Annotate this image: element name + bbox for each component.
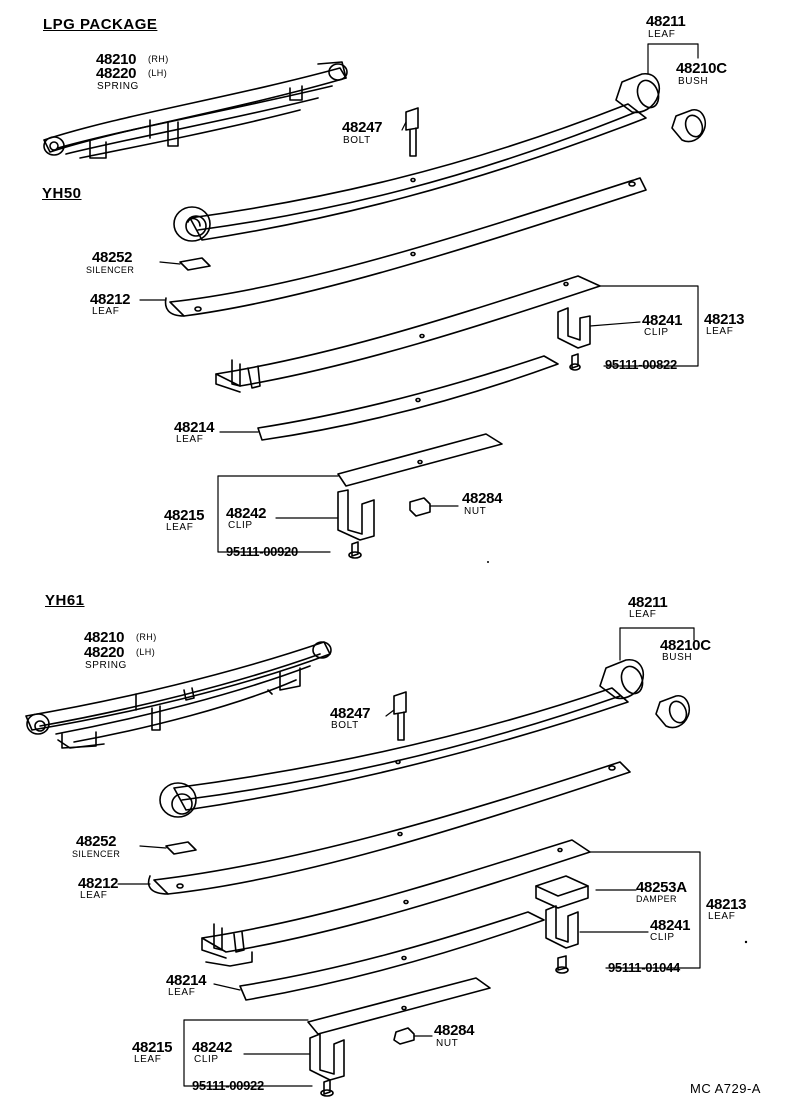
yh61-leaf-48212-number: 48212 <box>78 875 119 892</box>
yh50-leaf-48215-number: 48215 <box>164 507 205 524</box>
yh50-clip-48241-label: CLIP <box>644 327 669 338</box>
yh61-leaf-48213-drawing <box>201 839 591 967</box>
yh61-spring-assembly-drawing <box>25 641 332 749</box>
yh50-leaf-48214-drawing <box>257 355 559 441</box>
yh50-leaf-48213-label: LEAF <box>706 326 734 337</box>
yh50-silencer-number: 48252 <box>92 249 133 266</box>
yh61-leaf-48214-number: 48214 <box>166 972 207 989</box>
yh61-screw-00922-drawing <box>320 1079 334 1097</box>
yh61-silencer-drawing <box>165 841 197 855</box>
yh50-leader-lines <box>139 43 699 553</box>
yh61-clip-48241-drawing <box>545 905 579 949</box>
yh50-leaf-48214-label: LEAF <box>176 434 204 445</box>
lpg-spring-part-number-lh: 48220 <box>96 65 137 82</box>
yh50-screw-00920-number: 95111-00920 <box>226 544 298 559</box>
yh61-lh-label: (LH) <box>136 647 156 657</box>
yh61-clip-48242-drawing <box>309 1033 345 1081</box>
yh61-spring-label: SPRING <box>85 660 127 671</box>
yh61-nut-48284-drawing <box>393 1027 415 1045</box>
yh61-leaf-48211-drawing <box>159 659 644 818</box>
yh61-leaf-48214-label: LEAF <box>168 987 196 998</box>
yh61-screw-00922-number: 95111-00922 <box>192 1078 264 1093</box>
yh50-nut-number: 48284 <box>462 490 503 507</box>
yh61-leaf-48211-label: LEAF <box>629 609 657 620</box>
yh50-clip-48241-drawing <box>557 307 591 349</box>
yh50-leaf-48211-drawing <box>173 73 660 242</box>
yh50-clip-48242-number: 48242 <box>226 505 267 522</box>
yh61-silencer-number: 48252 <box>76 833 117 850</box>
yh61-spring-part-number-lh: 48220 <box>84 644 125 661</box>
yh50-silencer-label: SILENCER <box>86 265 135 275</box>
yh50-clip-48241-number: 48241 <box>642 312 683 329</box>
yh61-clip-48241-label: CLIP <box>650 932 675 943</box>
lpg-spring-label: SPRING <box>97 81 139 92</box>
yh61-leaf-48215-number: 48215 <box>132 1039 173 1056</box>
yh50-heading: YH50 <box>42 185 82 202</box>
yh61-leaf-48214-drawing <box>239 911 545 1001</box>
lpg-package-heading: LPG PACKAGE <box>43 16 158 33</box>
lpg-lh-label: (LH) <box>148 68 168 78</box>
lpg-spring-part-number-rh: 48210 <box>96 51 137 68</box>
yh50-bush-number: 48210C <box>676 60 727 77</box>
yh50-leaf-48212-label: LEAF <box>92 306 120 317</box>
yh50-screw-00822-drawing <box>569 353 581 371</box>
yh61-leader-lines <box>117 627 701 1087</box>
yh50-leaf-48211-label: LEAF <box>648 29 676 40</box>
yh50-bolt-number: 48247 <box>342 119 383 136</box>
yh61-nut-label: NUT <box>436 1038 459 1049</box>
drawing-code: MC A729-A <box>690 1081 761 1096</box>
yh61-clip-48242-label: CLIP <box>194 1054 219 1065</box>
lpg-spring-assembly-drawing <box>43 61 348 159</box>
yh61-screw-01044-drawing <box>555 955 569 974</box>
yh61-damper-number: 48253A <box>636 879 687 896</box>
yh50-screw-00822-number: 95111-00822 <box>605 357 677 372</box>
yh50-clip-48242-label: CLIP <box>228 520 253 531</box>
yh61-damper-label: DAMPER <box>636 894 677 904</box>
yh50-bush-label: BUSH <box>678 76 709 87</box>
yh61-bush-48210c-drawing <box>655 695 691 729</box>
yh61-rh-label: (RH) <box>136 632 157 642</box>
yh61-clip-48242-number: 48242 <box>192 1039 233 1056</box>
yh61-leaf-48212-label: LEAF <box>80 890 108 901</box>
yh50-leaf-48215-drawing <box>337 433 503 487</box>
yh61-nut-number: 48284 <box>434 1022 475 1039</box>
yh61-bush-label: BUSH <box>662 652 693 663</box>
lpg-rh-label: (RH) <box>148 54 169 64</box>
yh61-leaf-48215-drawing <box>307 977 491 1035</box>
yh50-leaf-48215-label: LEAF <box>166 522 194 533</box>
yh61-leaf-48213-number: 48213 <box>706 896 747 913</box>
yh61-bolt-number: 48247 <box>330 705 371 722</box>
yh50-leaf-48212-number: 48212 <box>90 291 131 308</box>
yh50-leaf-48212-drawing <box>164 177 647 317</box>
yh61-bush-number: 48210C <box>660 637 711 654</box>
yh50-leaf-48213-number: 48213 <box>704 311 745 328</box>
yh61-bolt-48247-drawing <box>393 691 407 741</box>
yh50-nut-48284-drawing <box>409 497 431 517</box>
yh50-leaf-48214-number: 48214 <box>174 419 215 436</box>
yh61-heading: YH61 <box>45 592 85 609</box>
yh61-silencer-label: SILENCER <box>72 849 121 859</box>
yh61-leaf-48212-drawing <box>147 761 631 895</box>
yh50-leaf-48211-number: 48211 <box>646 13 686 30</box>
yh50-bolt-label: BOLT <box>343 135 371 146</box>
yh50-leaf-48213-drawing <box>215 275 601 393</box>
yh61-leaf-48213-label: LEAF <box>708 911 736 922</box>
yh61-leaf-48215-label: LEAF <box>134 1054 162 1065</box>
yh50-clip-48242-drawing <box>337 489 375 541</box>
yh61-clip-48241-number: 48241 <box>650 917 691 934</box>
yh50-screw-00920-drawing <box>348 541 362 559</box>
yh61-bolt-label: BOLT <box>331 720 359 731</box>
yh61-spring-part-number-rh: 48210 <box>84 629 125 646</box>
yh61-damper-48253a-drawing <box>535 875 589 909</box>
yh50-silencer-drawing <box>179 257 211 271</box>
yh50-bush-48210c-drawing <box>671 109 707 143</box>
yh61-screw-01044-number: 95111-01044 <box>608 960 680 975</box>
yh50-nut-label: NUT <box>464 506 487 517</box>
yh50-bolt-48247-drawing <box>405 107 419 157</box>
yh61-leaf-48211-number: 48211 <box>628 594 668 611</box>
